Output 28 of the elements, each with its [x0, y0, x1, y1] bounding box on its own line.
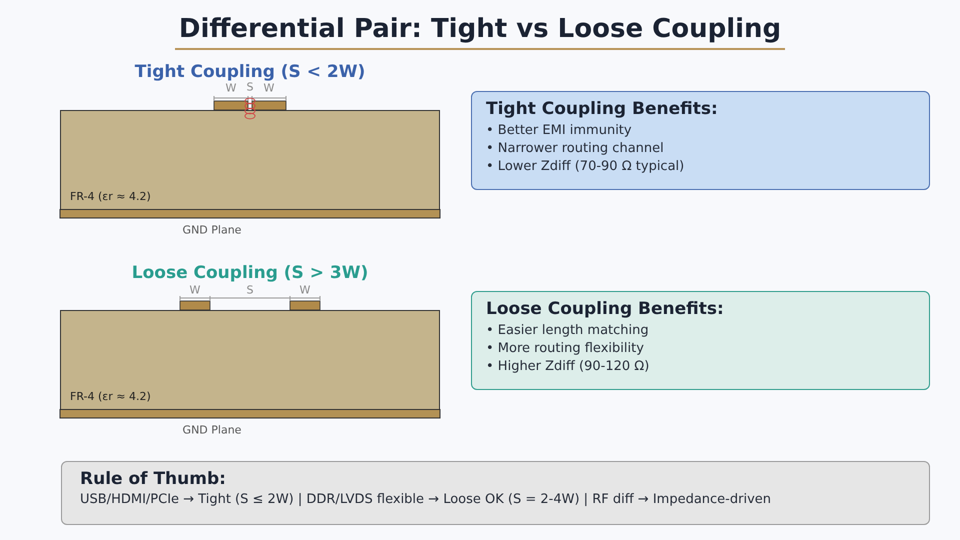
- bullet-item: • Narrower routing channel: [486, 140, 664, 158]
- dimension-label: W: [300, 284, 310, 296]
- material-label: FR-4 (εr ≈ 4.2): [70, 390, 151, 403]
- benefits-panel: [471, 91, 930, 190]
- rule-panel: [61, 461, 930, 525]
- layer-label: GND Plane: [182, 224, 242, 236]
- rule-text: USB/HDMI/PCIe → Tight (S ≤ 2W) | DDR/LVDS flexible → Loose OK (S = 2-4W) | RF diff → Impedance-driven: [80, 491, 771, 509]
- dimension-label: W: [264, 82, 274, 94]
- bullet-item: • Higher Zdiff (90-120 Ω): [486, 358, 650, 376]
- substrate-layer: [60, 110, 440, 210]
- dimension-label: S: [246, 284, 254, 296]
- panel-heading: Rule of Thumb:: [80, 468, 226, 490]
- bullet-item: • Lower Zdiff (70-90 Ω typical): [486, 158, 684, 176]
- dimension-label: W: [190, 284, 200, 296]
- panel-heading: Tight Coupling Benefits:: [486, 98, 718, 120]
- benefits-panel: [471, 291, 930, 390]
- bullet-item: • Easier length matching: [486, 322, 649, 340]
- dimension-label: W: [226, 82, 236, 94]
- layer-label: GND Plane: [182, 424, 242, 436]
- dimension-label: S: [246, 80, 254, 94]
- panel-heading: Loose Coupling Benefits:: [486, 298, 724, 320]
- material-label: FR-4 (εr ≈ 4.2): [70, 190, 151, 203]
- bullet-item: • Better EMI immunity: [486, 122, 632, 140]
- diagram-title: Differential Pair: Tight vs Loose Coupling: [174, 13, 786, 50]
- bullet-item: • More routing flexibility: [486, 340, 644, 358]
- section-heading: Loose Coupling (S > 3W): [132, 263, 368, 283]
- substrate-layer: [60, 310, 440, 410]
- section-heading: Tight Coupling (S < 2W): [134, 62, 366, 82]
